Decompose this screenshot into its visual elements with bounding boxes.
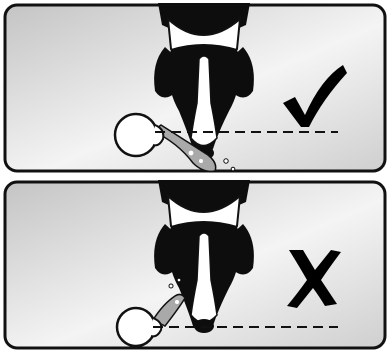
correct-illustration bbox=[3, 3, 387, 173]
illustration-panel-correct bbox=[3, 3, 387, 173]
illustration-panel-incorrect bbox=[3, 180, 387, 350]
incorrect-illustration bbox=[3, 180, 387, 350]
